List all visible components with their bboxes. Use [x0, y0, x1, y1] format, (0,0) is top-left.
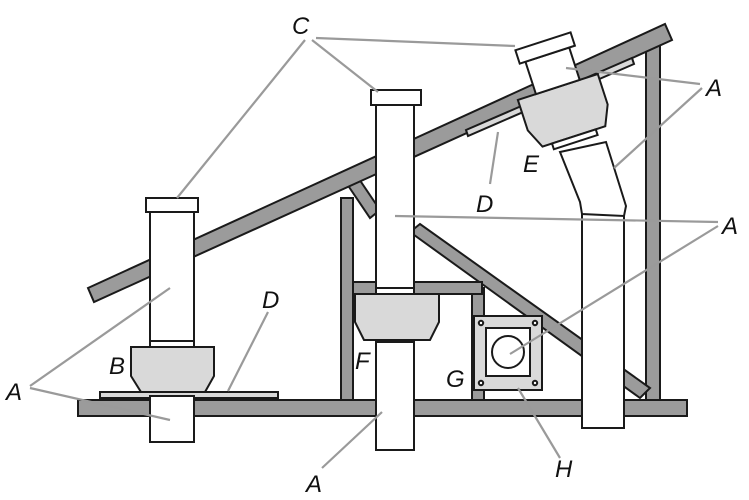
left-post — [340, 197, 354, 403]
label-a-bottom: A — [304, 471, 322, 498]
label-c: C — [292, 13, 310, 40]
header-beam — [352, 281, 483, 295]
leader-c-left — [176, 39, 306, 199]
ceiling-support-box-b — [130, 346, 215, 393]
screw-hole-4 — [531, 379, 539, 387]
left-chimney-assembly — [130, 197, 215, 443]
label-a-top: A — [704, 75, 722, 102]
leader-d-left — [227, 311, 269, 392]
leader-a-bottom — [321, 411, 383, 469]
right-cap — [514, 31, 577, 65]
leader-c-middle — [311, 39, 379, 93]
label-f: F — [355, 348, 371, 375]
screw-hole-2 — [531, 319, 539, 327]
labels: C A E D A D B F G A H A — [4, 13, 738, 498]
label-e: E — [523, 151, 540, 178]
left-pipe-below-ceiling — [149, 395, 195, 443]
wall-support-box-f — [354, 293, 440, 341]
right-collar — [550, 128, 599, 151]
right-chimney-assembly — [514, 31, 628, 429]
screw-hole-3 — [477, 379, 485, 387]
leader-a-left-1 — [29, 287, 171, 387]
leader-lines — [29, 36, 719, 469]
wall-thimble-assembly — [473, 315, 543, 391]
middle-pipe-below — [375, 341, 415, 451]
screw-hole-1 — [477, 319, 485, 327]
right-pipe-offset — [558, 140, 628, 218]
label-g: G — [446, 366, 465, 393]
label-d-left: D — [262, 287, 279, 314]
label-d-right: D — [476, 191, 493, 218]
left-pipe — [149, 211, 195, 347]
leader-c-right — [315, 36, 516, 48]
label-b: B — [109, 353, 125, 380]
leader-a-left-2 — [29, 386, 171, 422]
middle-cap — [370, 89, 422, 106]
label-a-mid: A — [720, 213, 738, 240]
label-h: H — [555, 456, 573, 483]
right-pipe-lower — [581, 210, 625, 429]
middle-chimney-assembly — [354, 89, 440, 451]
roof-support-box-e — [516, 72, 609, 148]
leader-d-right — [488, 131, 500, 185]
label-a-left: A — [4, 379, 22, 406]
right-post — [645, 41, 661, 413]
leader-a-mid-1 — [394, 214, 719, 224]
leader-h — [517, 387, 561, 459]
middle-pipe — [375, 104, 415, 291]
leader-a-mid-2 — [509, 225, 719, 355]
left-cap — [145, 197, 199, 213]
thimble-pipe-opening — [491, 335, 525, 369]
leader-a-top-2 — [613, 87, 703, 169]
leader-a-top-1 — [565, 66, 701, 86]
